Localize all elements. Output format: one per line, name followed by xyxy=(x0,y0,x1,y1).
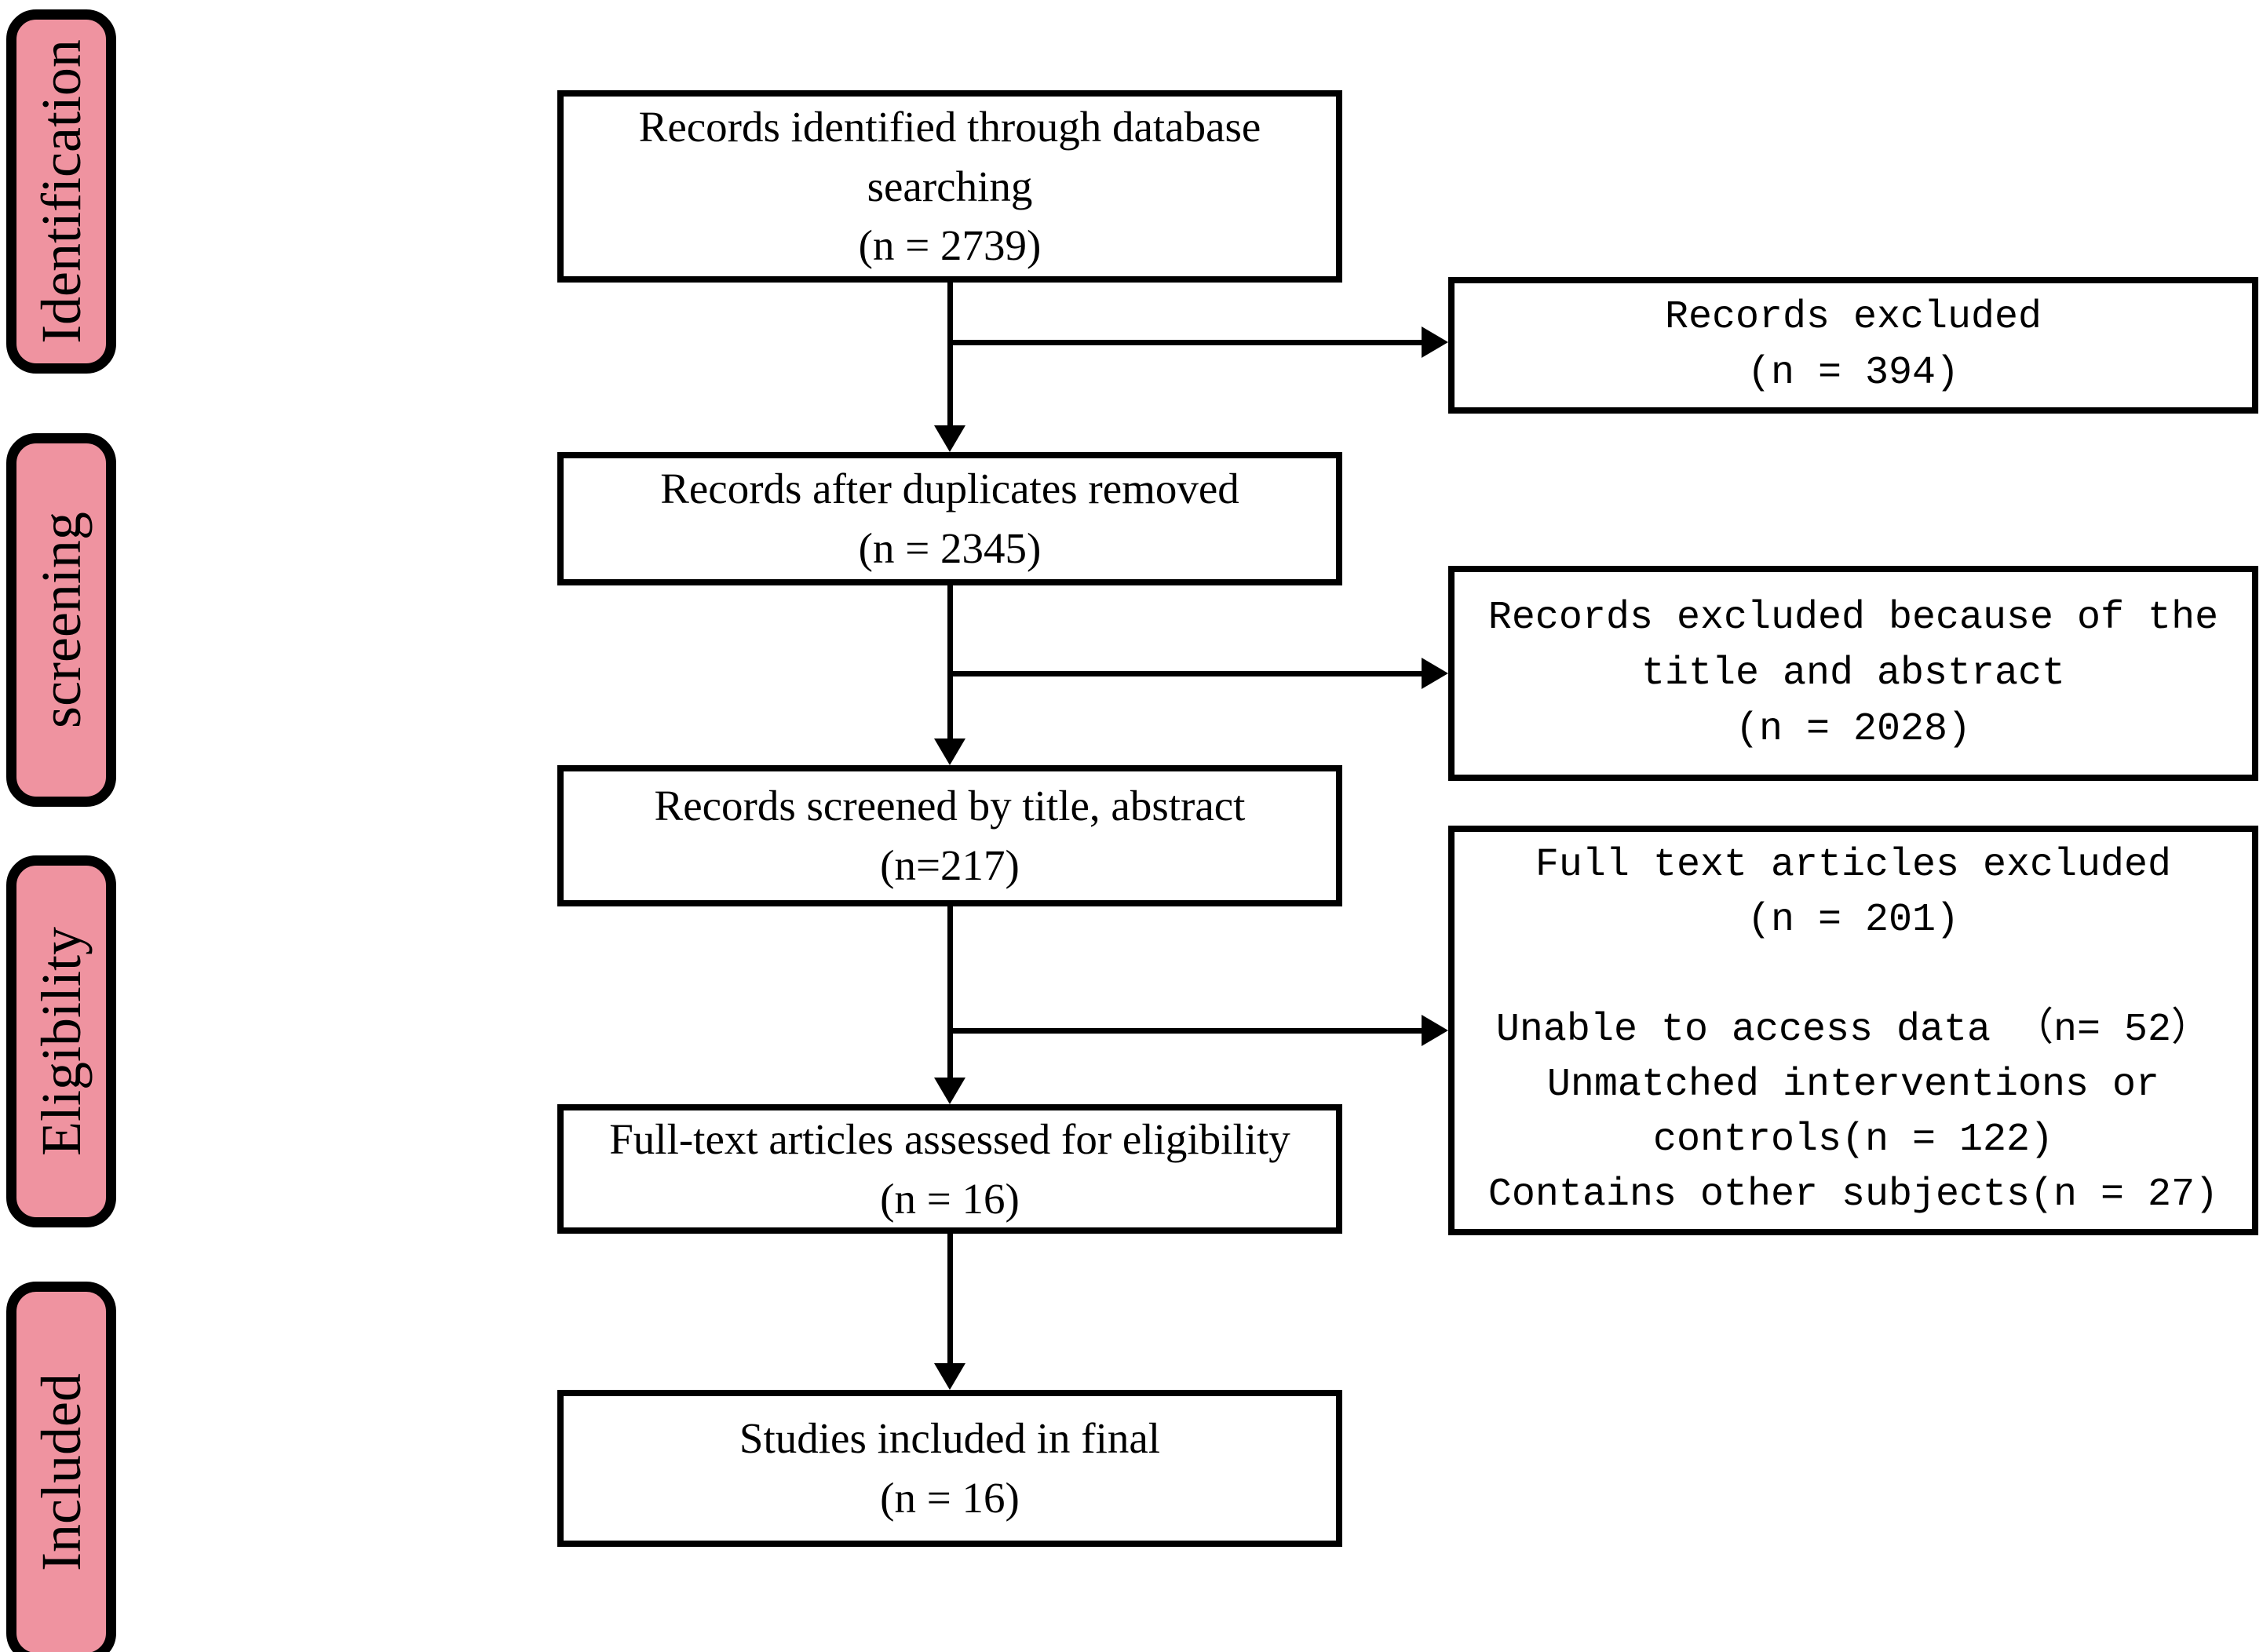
arrowhead-down-icon xyxy=(934,425,965,452)
arrowhead-down-icon xyxy=(934,1078,965,1104)
exclusion-box-fulltext-excluded: Full text articles excluded (n = 201) Un… xyxy=(1448,826,2258,1235)
arrowhead-right-icon xyxy=(1422,1015,1448,1046)
exclusion-box-title-abstract: Records excluded because of the title an… xyxy=(1448,566,2258,781)
connector-line-vertical-2 xyxy=(947,585,953,738)
flow-box-records-identified: Records identified through database sear… xyxy=(557,90,1342,283)
connector-line-branch-3 xyxy=(950,1028,1422,1034)
connector-line-branch-2 xyxy=(950,671,1422,676)
stage-label-text: screening xyxy=(30,512,93,728)
arrowhead-right-icon xyxy=(1422,658,1448,689)
exclusion-box-text: Full text articles excluded (n = 201) Un… xyxy=(1487,843,2219,1217)
flow-box-text: Studies included in final (n = 16) xyxy=(739,1414,1161,1522)
connector-line-branch-1 xyxy=(950,340,1422,345)
arrowhead-down-icon xyxy=(934,738,965,765)
flow-box-fulltext-assessed: Full-text articles assessed for eligibil… xyxy=(557,1104,1342,1234)
flow-box-text: Records screened by title, abstract (n=2… xyxy=(654,782,1246,889)
flow-box-text: Records identified through database sear… xyxy=(638,102,1261,270)
arrowhead-down-icon xyxy=(934,1363,965,1390)
flow-box-text: Full-text articles assessed for eligibil… xyxy=(609,1114,1290,1223)
connector-line-vertical-1 xyxy=(947,283,953,428)
flow-box-duplicates-removed: Records after duplicates removed (n = 23… xyxy=(557,452,1342,585)
flow-box-studies-included: Studies included in final (n = 16) xyxy=(557,1390,1342,1547)
connector-line-vertical-4 xyxy=(947,1234,953,1363)
flow-box-text: Records after duplicates removed (n = 23… xyxy=(660,465,1239,572)
stage-label-included: Included xyxy=(6,1282,116,1652)
stage-label-screening: screening xyxy=(6,433,116,807)
exclusion-box-text: Records excluded (n = 394) xyxy=(1664,295,2042,396)
exclusion-box-text: Records excluded because of the title an… xyxy=(1487,595,2219,752)
connector-line-vertical-3 xyxy=(947,906,953,1078)
arrowhead-right-icon xyxy=(1422,326,1448,358)
stage-label-identification: Identification xyxy=(6,9,116,374)
exclusion-box-records-excluded: Records excluded (n = 394) xyxy=(1448,277,2258,414)
stage-label-text: Included xyxy=(30,1373,93,1571)
stage-label-text: Eligibility xyxy=(30,926,93,1157)
flow-box-records-screened: Records screened by title, abstract (n=2… xyxy=(557,765,1342,906)
stage-label-text: Identification xyxy=(30,39,93,344)
stage-label-eligibility: Eligibility xyxy=(6,855,116,1227)
